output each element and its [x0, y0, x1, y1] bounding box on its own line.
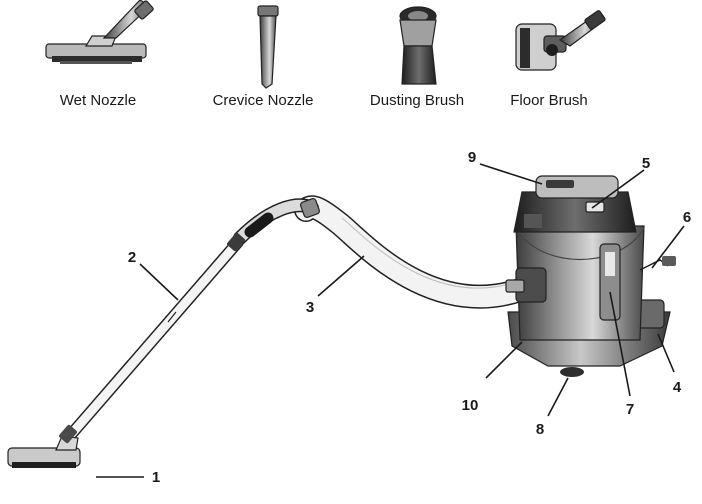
- flexible-hose: [294, 195, 532, 309]
- floor-brush-illustration: [515, 10, 606, 71]
- callout-3: 3: [306, 299, 314, 316]
- accessory-label-crevice-nozzle: Crevice Nozzle: [213, 92, 314, 109]
- floor-nozzle: [7, 424, 81, 468]
- callout-6: 6: [683, 209, 691, 226]
- dusting-brush-illustration: [399, 6, 437, 85]
- callout-4: 4: [673, 379, 682, 396]
- callout-7: 7: [626, 401, 634, 418]
- caster-wheel: [560, 367, 584, 377]
- callout-8: 8: [536, 421, 544, 438]
- wet-nozzle-illustration: [45, 0, 154, 64]
- callout-5: 5: [642, 155, 650, 172]
- accessory-label-floor-brush: Floor Brush: [510, 92, 588, 109]
- accessory-label-wet-nozzle: Wet Nozzle: [60, 92, 136, 109]
- vacuum-canister: [505, 175, 676, 377]
- callout-2: 2: [128, 249, 136, 266]
- leader-line-8: [547, 377, 569, 417]
- power-switch: [585, 201, 605, 213]
- leader-line-3: [317, 255, 365, 297]
- leader-line-9: [479, 163, 543, 185]
- accessory-label-dusting-brush: Dusting Brush: [370, 92, 464, 109]
- exhaust-filter-cover: [546, 180, 574, 188]
- leader-line-10: [485, 341, 523, 379]
- callout-10: 10: [462, 397, 479, 414]
- leader-line-4: [657, 333, 675, 373]
- leader-line-5: [591, 169, 645, 209]
- leader-line-6: [651, 225, 685, 269]
- crevice-nozzle-illustration: [257, 5, 279, 89]
- leader-line-7: [609, 291, 631, 397]
- hose-handle: [233, 197, 321, 245]
- extension-wand: [62, 232, 245, 444]
- callout-9: 9: [468, 149, 476, 166]
- leader-lines: [96, 163, 685, 478]
- leader-line-2: [139, 263, 179, 301]
- callout-1: 1: [152, 469, 160, 486]
